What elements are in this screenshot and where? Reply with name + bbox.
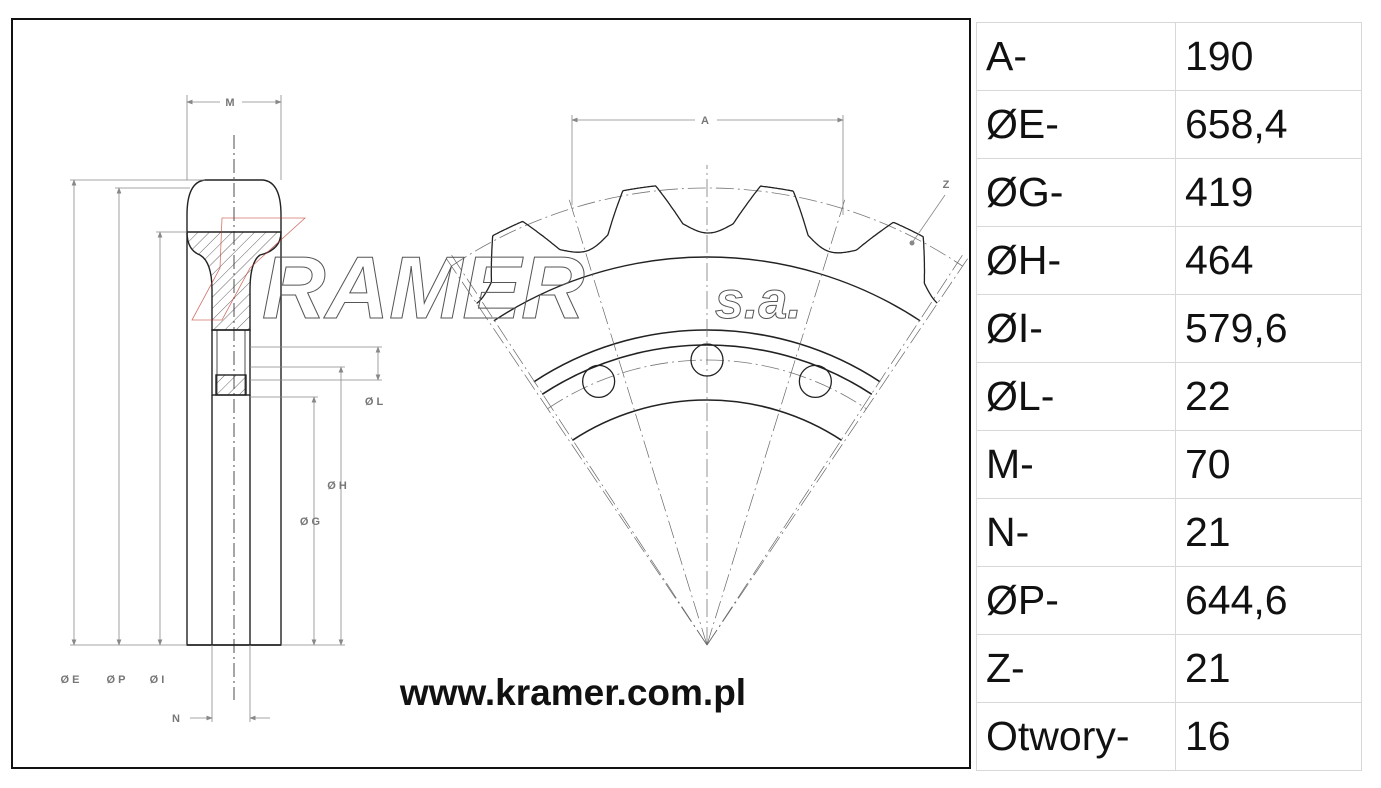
spec-row: ØH-464 [976,226,1362,295]
label-h: Ø H [327,480,347,492]
spec-value: 70 [1175,430,1362,499]
label-m: M [225,97,234,109]
hub-outer-arc [493,256,921,322]
drawing-frame [11,18,971,769]
bore-arc [571,399,843,441]
spec-value: 190 [1175,22,1362,91]
website-url[interactable]: www.kramer.com.pl [399,672,746,713]
spec-value: 579,6 [1175,294,1362,363]
spec-key: A- [976,22,1176,91]
spec-key: Otwory- [976,702,1176,771]
spec-row: ØP-644,6 [976,566,1362,635]
spec-key: ØH- [976,226,1176,295]
sprocket-technical-drawing: M A Z Ø E Ø P Ø I Ø L Ø H Ø G N RAMER s.… [61,95,970,725]
radial-center-line [443,255,708,646]
radial-center-line [706,251,965,646]
spec-key: N- [976,498,1176,567]
spec-value: 16 [1175,702,1362,771]
bolt-hole [690,343,724,377]
svg-text:s.a.: s.a. [715,272,802,330]
label-z: Z [943,179,950,191]
spec-value: 21 [1175,634,1362,703]
sprocket-teeth-profile [476,185,938,304]
radial-center-line [567,195,708,646]
spec-value: 22 [1175,362,1362,431]
spec-value: 21 [1175,498,1362,567]
label-a: A [701,115,709,127]
spec-value: 464 [1175,226,1362,295]
label-i: Ø I [150,674,165,686]
spec-key: M- [976,430,1176,499]
spec-row: ØE-658,4 [976,90,1362,159]
spec-value: 419 [1175,158,1362,227]
spec-key: ØE- [976,90,1176,159]
spec-key: ØP- [976,566,1176,635]
spec-row: N-21 [976,498,1362,567]
spec-row: ØI-579,6 [976,294,1362,363]
radial-center-line [449,251,708,646]
spec-value: 644,6 [1175,566,1362,635]
label-l: Ø L [365,396,384,408]
spec-row: ØG-419 [976,158,1362,227]
label-n: N [172,713,180,725]
label-e: Ø E [61,674,80,686]
kramer-watermark-logo: RAMER s.a. [191,217,802,338]
side-section-view [186,135,282,700]
spec-key: ØG- [976,158,1176,227]
spec-row: Z-21 [976,634,1362,703]
radial-center-line [706,255,970,646]
spec-row: A-190 [976,22,1362,91]
spec-row: M-70 [976,430,1362,499]
bolt-hole [798,364,833,399]
label-p: Ø P [107,674,126,686]
svg-text:RAMER: RAMER [262,238,585,337]
spec-row: ØL-22 [976,362,1362,431]
label-g: Ø G [300,516,320,528]
radial-center-line [706,195,847,646]
sprocket-front-view [443,165,970,646]
rim-inner-arc [541,344,873,395]
front-dimension-lines [571,115,946,244]
spec-key: Z- [976,634,1176,703]
spec-key: ØI- [976,294,1176,363]
spec-row: Otwory-16 [976,702,1362,771]
spec-key: ØL- [976,362,1176,431]
spec-value: 658,4 [1175,90,1362,159]
side-dimension-lines [70,95,382,722]
pitch-circle-arc [451,187,963,267]
tooth-marker-dot [909,240,915,246]
bolt-hole [581,364,616,399]
